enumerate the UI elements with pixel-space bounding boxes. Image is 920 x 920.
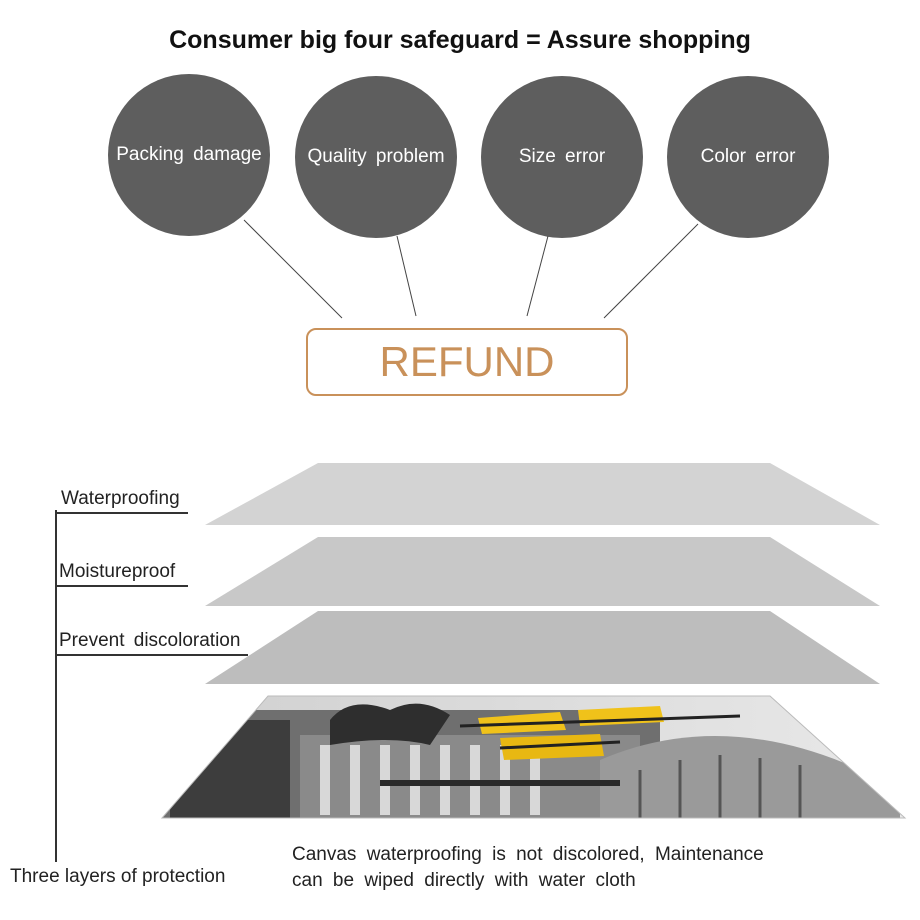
connector-line <box>396 235 417 317</box>
page-title: Consumer big four safeguard = Assure sho… <box>169 26 751 54</box>
safeguard-label: Quality problem <box>307 146 445 167</box>
safeguard-circle-quality-problem: Quality problem <box>295 76 457 238</box>
safeguard-label: Packing damage <box>116 144 262 165</box>
layer-label-waterproofing: Waterproofing <box>56 488 188 514</box>
refund-box: REFUND <box>306 328 628 396</box>
layer-sheet-moistureproof <box>205 537 880 606</box>
connector-line <box>243 219 343 319</box>
connector-line <box>603 223 699 319</box>
caption-line-1: Canvas waterproofing is not discolored, … <box>292 844 764 865</box>
safeguard-circle-size-error: Size error <box>481 76 643 238</box>
safeguard-circle-color-error: Color error <box>667 76 829 238</box>
safeguard-label: Color error <box>700 146 796 167</box>
layer-label-prevent-discoloration: Prevent discoloration <box>56 630 248 656</box>
connector-line <box>526 235 549 317</box>
layer-sheet-prevent-discoloration <box>205 611 880 684</box>
canvas-print-image <box>162 696 905 818</box>
layer-sheet-waterproofing <box>205 463 880 525</box>
three-layers-label: Three layers of protection <box>10 866 226 887</box>
layer-label-moistureproof: Moistureproof <box>56 561 188 587</box>
safeguard-circle-packing-damage: Packing damage <box>108 74 270 236</box>
caption-line-2: can be wiped directly with water cloth <box>292 870 636 891</box>
canvas-caption: Canvas waterproofing is not discolored, … <box>292 842 764 894</box>
refund-label: REFUND <box>379 338 555 385</box>
safeguard-label: Size error <box>518 146 606 167</box>
